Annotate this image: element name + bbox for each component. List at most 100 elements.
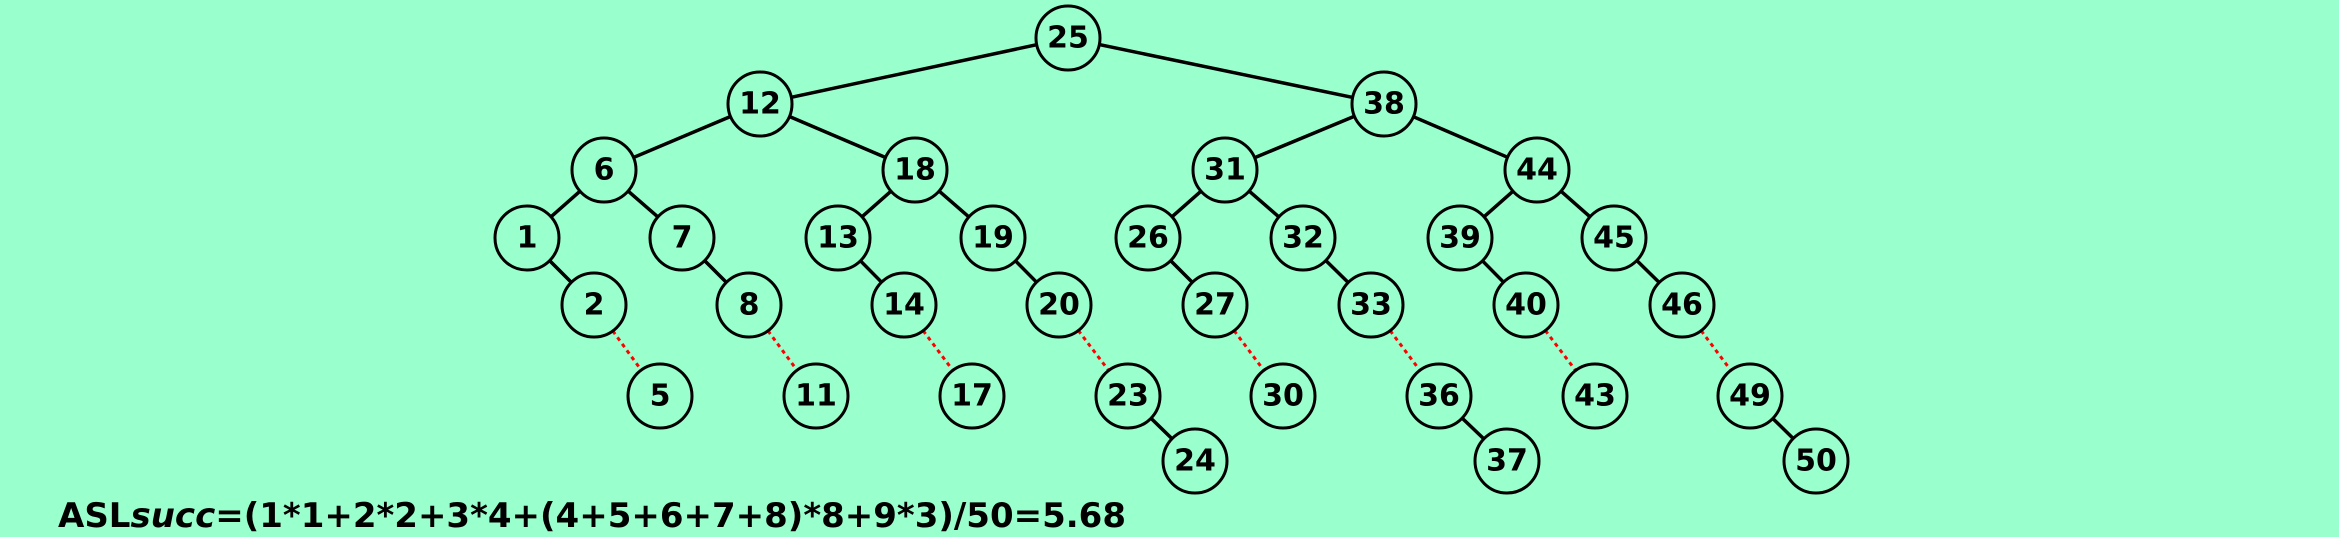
node-label: 30 (1262, 379, 1304, 414)
edge-33-36 (1388, 329, 1422, 372)
node-circle (1337, 271, 1405, 339)
node-label: 39 (1439, 221, 1481, 256)
tree-node-45: 45 (1580, 204, 1648, 272)
edge-38-31 (1253, 114, 1356, 160)
node-circle (715, 271, 783, 339)
edge-8-11 (766, 329, 799, 372)
edge-45-46 (1635, 259, 1661, 284)
tree-node-39: 39 (1426, 204, 1494, 272)
tree-node-25: 25 (1034, 4, 1102, 72)
edge-19-20 (1014, 259, 1038, 284)
node-circle (881, 136, 949, 204)
node-label: 43 (1574, 379, 1616, 414)
node-label: 2 (584, 288, 605, 323)
node-circle (782, 362, 850, 430)
node-circle (1025, 271, 1093, 339)
node-circle (1350, 70, 1418, 138)
tree-node-38: 38 (1350, 70, 1418, 138)
node-circle (1034, 4, 1102, 72)
node-circle (1561, 362, 1629, 430)
formula-expression: =(1*1+2*2+3*4+(4+5+6+7+8)*8+9*3)/50=5.68 (215, 496, 1126, 536)
node-circle (1580, 204, 1648, 272)
node-circle (1405, 362, 1473, 430)
node-circle (1503, 136, 1571, 204)
node-circle (1094, 362, 1162, 430)
tree-node-19: 19 (959, 204, 1027, 272)
tree-node-44: 44 (1503, 136, 1571, 204)
formula-subscript-succ: succ (130, 496, 216, 536)
edge-40-43 (1544, 329, 1577, 372)
node-circle (648, 204, 716, 272)
asl-formula: ASLsucc=(1*1+2*2+3*4+(4+5+6+7+8)*8+9*3)/… (58, 496, 1126, 536)
tree-node-49: 49 (1716, 362, 1784, 430)
tree-node-13: 13 (804, 204, 872, 272)
edge-18-13 (860, 189, 893, 219)
tree-node-30: 30 (1249, 362, 1317, 430)
tree-node-31: 31 (1191, 136, 1259, 204)
tree-node-14: 14 (870, 271, 938, 339)
edge-38-44 (1412, 115, 1509, 159)
edge-6-7 (626, 189, 660, 219)
tree-node-37: 37 (1473, 427, 1541, 495)
node-circle (1161, 427, 1229, 495)
node-label: 6 (594, 153, 615, 188)
node-label: 46 (1661, 288, 1703, 323)
node-circle (1426, 204, 1494, 272)
node-label: 36 (1418, 379, 1460, 414)
tree-node-26: 26 (1114, 204, 1182, 272)
node-circle (570, 136, 638, 204)
edge-36-37 (1460, 416, 1486, 441)
node-label: 5 (650, 379, 671, 414)
edge-31-26 (1170, 189, 1203, 219)
node-label: 49 (1729, 379, 1771, 414)
tree-node-33: 33 (1337, 271, 1405, 339)
tree-node-12: 12 (726, 70, 794, 138)
node-circle (726, 70, 794, 138)
node-label: 18 (894, 153, 936, 188)
node-label: 14 (883, 288, 925, 323)
edge-25-38 (1098, 42, 1354, 100)
edge-23-24 (1149, 417, 1174, 440)
node-label: 37 (1486, 444, 1528, 479)
edge-12-18 (788, 114, 887, 160)
tree-node-5: 5 (626, 362, 694, 430)
node-label: 20 (1038, 288, 1080, 323)
node-label: 19 (972, 221, 1014, 256)
node-label: 23 (1107, 379, 1149, 414)
edge-49-50 (1771, 417, 1795, 440)
node-label: 50 (1795, 444, 1837, 479)
node-circle (959, 204, 1027, 272)
edge-26-27 (1169, 259, 1194, 284)
node-label: 1 (517, 221, 538, 256)
node-label: 45 (1593, 221, 1635, 256)
node-circle (493, 204, 561, 272)
node-label: 33 (1350, 288, 1392, 323)
node-label: 8 (739, 288, 760, 323)
tree-node-1: 1 (493, 204, 561, 272)
edge-2-5 (611, 330, 643, 371)
tree-node-32: 32 (1269, 204, 1337, 272)
node-label: 38 (1363, 87, 1405, 122)
node-label: 27 (1194, 288, 1236, 323)
node-label: 31 (1204, 153, 1246, 188)
edge-13-14 (859, 259, 883, 284)
node-circle (1181, 271, 1249, 339)
node-circle (1269, 204, 1337, 272)
edge-39-40 (1481, 259, 1505, 284)
node-label: 25 (1047, 21, 1089, 56)
node-circle (938, 362, 1006, 430)
node-circle (1114, 204, 1182, 272)
tree-node-11: 11 (782, 362, 850, 430)
node-circle (1648, 271, 1716, 339)
tree-node-8: 8 (715, 271, 783, 339)
node-label: 40 (1505, 288, 1547, 323)
tree-node-7: 7 (648, 204, 716, 272)
node-circle (1191, 136, 1259, 204)
node-label: 17 (951, 379, 993, 414)
tree-node-46: 46 (1648, 271, 1716, 339)
node-circle (626, 362, 694, 430)
edge-6-1 (549, 189, 582, 219)
node-circle (1492, 271, 1560, 339)
node-label: 32 (1282, 221, 1324, 256)
